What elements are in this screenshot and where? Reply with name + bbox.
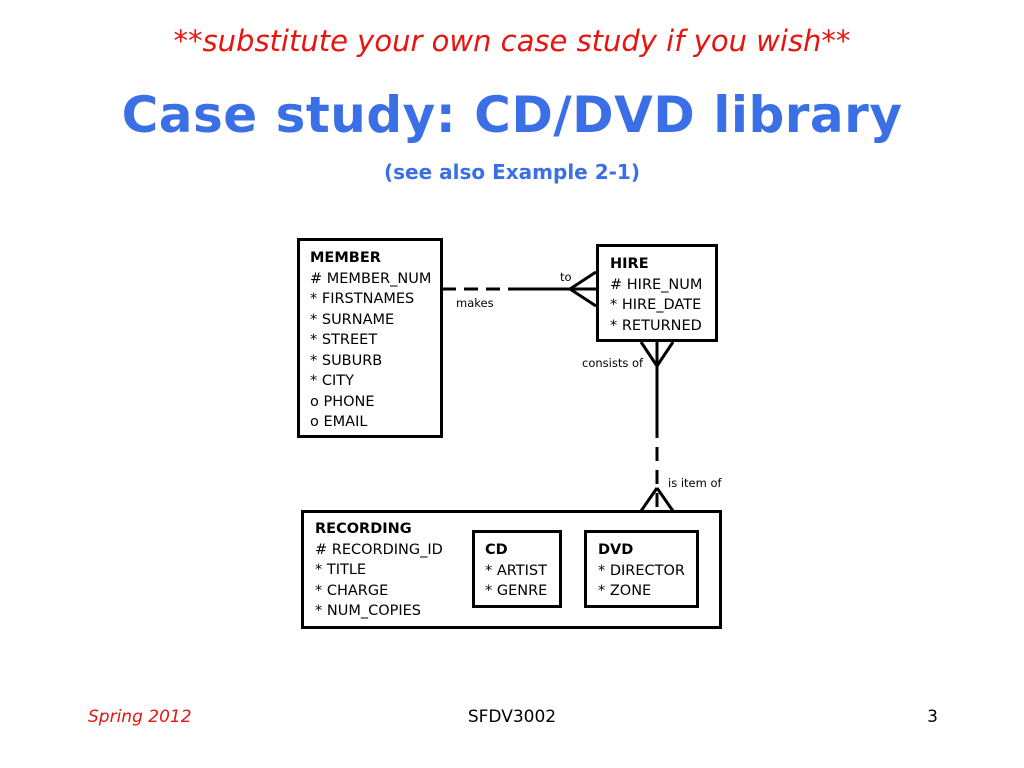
crowfoot-recording-right xyxy=(655,487,675,512)
member-attr: * SUBURB xyxy=(310,352,383,369)
crowfoot-hire-bottom-right xyxy=(655,341,675,367)
crowfoot-hire-bottom-left xyxy=(639,341,659,367)
crowfoot-recording-left xyxy=(639,487,659,512)
entity-hire-name: HIRE xyxy=(610,256,649,272)
crowfoot-hire-lower xyxy=(569,287,597,308)
hire-attr: * RETURNED xyxy=(610,317,702,334)
member-attr: * FIRSTNAMES xyxy=(310,291,415,307)
crowfoot-hire-upper xyxy=(569,270,597,291)
slide-note: **substitute your own case study if you … xyxy=(173,24,851,58)
hire-attr: # HIRE_NUM xyxy=(610,276,703,293)
recording-attr: # RECORDING_ID xyxy=(315,541,443,558)
label-makes: makes xyxy=(456,296,494,310)
footer-date: Spring 2012 xyxy=(88,707,192,727)
member-attr: * SURNAME xyxy=(310,311,395,328)
member-attr: # MEMBER_NUM xyxy=(310,270,432,287)
label-consists-of: consists of xyxy=(582,356,644,370)
label-to: to xyxy=(560,270,572,284)
footer-page-number: 3 xyxy=(927,707,938,727)
recording-attr: * NUM_COPIES xyxy=(315,603,422,619)
cd-attr: * GENRE xyxy=(485,583,548,599)
member-attr: * CITY xyxy=(310,373,354,389)
dvd-attr: * ZONE xyxy=(598,583,652,599)
slide-reference: (see also Example 2-1) xyxy=(384,160,640,184)
footer-course-code: SFDV3002 xyxy=(467,707,557,727)
recording-attr: * CHARGE xyxy=(315,582,389,599)
slide-title: Case study: CD/DVD library xyxy=(121,86,903,144)
entity-hire: HIRE # HIRE_NUM * HIRE_DATE * RETURNED xyxy=(596,244,718,342)
cd-attr: * ARTIST xyxy=(485,562,547,579)
member-attr: o EMAIL xyxy=(310,414,368,430)
entity-cd-name: CD xyxy=(485,542,508,558)
entity-dvd: DVD * DIRECTOR * ZONE xyxy=(584,530,699,608)
entity-cd: CD * ARTIST * GENRE xyxy=(472,530,562,608)
entity-member-name: MEMBER xyxy=(310,250,381,266)
entity-dvd-name: DVD xyxy=(598,542,634,558)
label-is-item-of: is item of xyxy=(668,476,722,490)
hire-attr: * HIRE_DATE xyxy=(610,297,702,313)
recording-attr: * TITLE xyxy=(315,562,367,578)
entity-member: MEMBER # MEMBER_NUM * FIRSTNAMES * SURNA… xyxy=(297,238,443,438)
member-attr: * STREET xyxy=(310,332,378,348)
member-attr: o PHONE xyxy=(310,393,375,410)
dvd-attr: * DIRECTOR xyxy=(598,562,686,579)
entity-recording-name: RECORDING xyxy=(315,521,412,537)
